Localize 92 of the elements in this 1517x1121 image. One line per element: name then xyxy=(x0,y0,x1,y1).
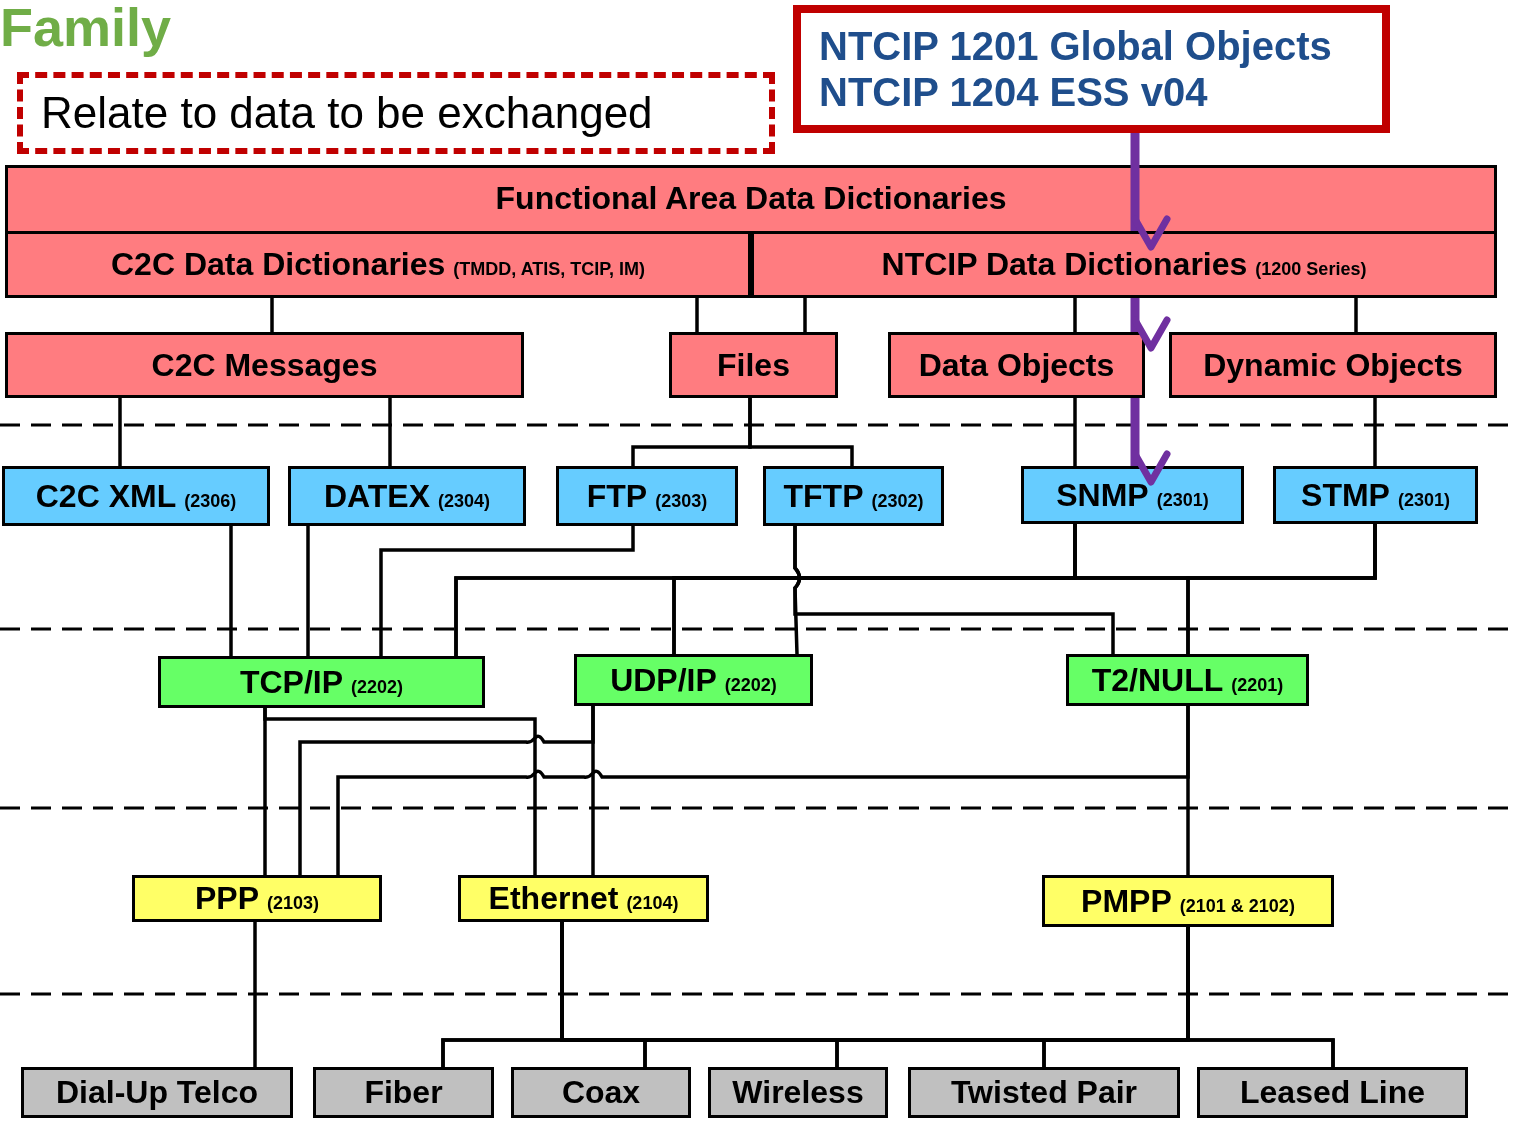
arrow xyxy=(1130,133,1171,251)
media-box xyxy=(313,1067,494,1118)
box-label: Data Objects xyxy=(918,346,1115,384)
protocol-box xyxy=(288,466,526,526)
box-label: Coax xyxy=(561,1074,641,1111)
protocol-box xyxy=(763,466,944,526)
box-label: Twisted Pair xyxy=(950,1074,1138,1111)
box-label: C2C Messages xyxy=(151,346,378,384)
box-label: PPP xyxy=(194,880,259,917)
box-label: UDP/IP xyxy=(610,661,717,699)
protocol-box xyxy=(574,654,813,706)
connector-line xyxy=(1186,706,1190,875)
connector-line xyxy=(263,708,537,875)
arrow xyxy=(1130,398,1171,486)
connector-line xyxy=(1373,398,1377,466)
media-box xyxy=(21,1067,293,1118)
layer-box xyxy=(1169,332,1497,398)
arrow xyxy=(1130,298,1171,352)
box-label: T2/NULL xyxy=(1091,661,1224,699)
box-label: STMP xyxy=(1301,476,1390,514)
protocol-box xyxy=(556,466,738,526)
code-label: (2104) xyxy=(626,893,679,914)
box-label: TFTP xyxy=(783,477,864,515)
note-box xyxy=(17,72,775,154)
box-label: DATEX xyxy=(323,477,430,515)
box-label: Functional Area Data Dictionaries xyxy=(495,180,1007,217)
code-label: (2303) xyxy=(655,490,708,512)
box-label: C2C Data Dictionaries xyxy=(111,246,446,283)
layer-box xyxy=(669,332,838,398)
box-label: Dial-Up Telco xyxy=(55,1074,259,1111)
protocol-box xyxy=(1021,466,1244,524)
media-box xyxy=(511,1067,691,1118)
connector-line xyxy=(229,526,233,656)
connector-line xyxy=(118,398,122,466)
connector-line xyxy=(270,298,274,332)
protocol-box xyxy=(1042,875,1334,927)
box-label: SNMP xyxy=(1056,476,1149,514)
box-label: Dynamic Objects xyxy=(1203,346,1463,384)
code-label: (2101 & 2102) xyxy=(1179,895,1295,917)
box-label: Relate to data to be exchanged xyxy=(41,87,653,139)
protocol-box xyxy=(132,875,382,922)
connector-line xyxy=(803,298,807,332)
box-label: PMPP xyxy=(1081,882,1172,920)
connector-line xyxy=(793,526,1115,654)
protocol-box xyxy=(2,466,270,526)
layer-box xyxy=(888,332,1145,398)
connector-line xyxy=(695,298,699,332)
box-label: Files xyxy=(717,346,790,384)
connector-line xyxy=(1186,927,1335,1067)
media-box xyxy=(1197,1067,1468,1118)
box-label: TCP/IP xyxy=(239,663,344,701)
layer-box xyxy=(5,231,751,298)
box-label: FTP xyxy=(586,477,648,515)
code-label: (2301) xyxy=(1397,489,1450,511)
protocol-box xyxy=(1066,654,1309,706)
box-label: NTCIP Data Dictionaries xyxy=(881,246,1248,283)
code-label: (2103) xyxy=(267,893,320,914)
callout-box xyxy=(793,5,1390,133)
code-label: (2202) xyxy=(351,676,404,698)
layer-box xyxy=(751,231,1497,298)
media-box xyxy=(708,1067,888,1118)
code-label: (2202) xyxy=(724,674,777,696)
layer-band xyxy=(5,165,1497,298)
connector-line xyxy=(306,526,310,656)
box-label: C2C XML xyxy=(35,477,177,515)
connector-line xyxy=(1073,298,1077,332)
box-label: Fiber xyxy=(364,1074,443,1111)
box-label: Ethernet xyxy=(488,880,619,917)
protocol-box xyxy=(1273,466,1478,524)
code-label: (2306) xyxy=(184,490,237,512)
media-box xyxy=(908,1067,1180,1118)
code-label: (TMDD, ATIS, TCIP, IM) xyxy=(453,259,645,280)
code-label: (2301) xyxy=(1156,489,1209,511)
box-label: Wireless xyxy=(732,1074,864,1111)
connector-line xyxy=(388,398,392,466)
protocol-box xyxy=(458,875,709,922)
code-label: (1200 Series) xyxy=(1255,259,1367,280)
box-label: NTCIP 1204 ESS v04 xyxy=(819,69,1208,115)
code-label: (2304) xyxy=(438,490,491,512)
connector-line xyxy=(1186,524,1377,654)
protocol-box xyxy=(158,656,485,708)
connector-line xyxy=(253,922,257,1067)
code-label: (2302) xyxy=(871,490,924,512)
connector-line xyxy=(1354,298,1358,332)
box-label: Leased Line xyxy=(1240,1074,1425,1111)
layer-box xyxy=(5,332,524,398)
connector-line xyxy=(748,398,854,466)
connector-line xyxy=(379,526,635,656)
code-label: (2201) xyxy=(1231,674,1284,696)
connector-line xyxy=(591,706,595,875)
connector-line xyxy=(1073,398,1077,466)
box-label: NTCIP 1201 Global Objects xyxy=(819,23,1332,69)
